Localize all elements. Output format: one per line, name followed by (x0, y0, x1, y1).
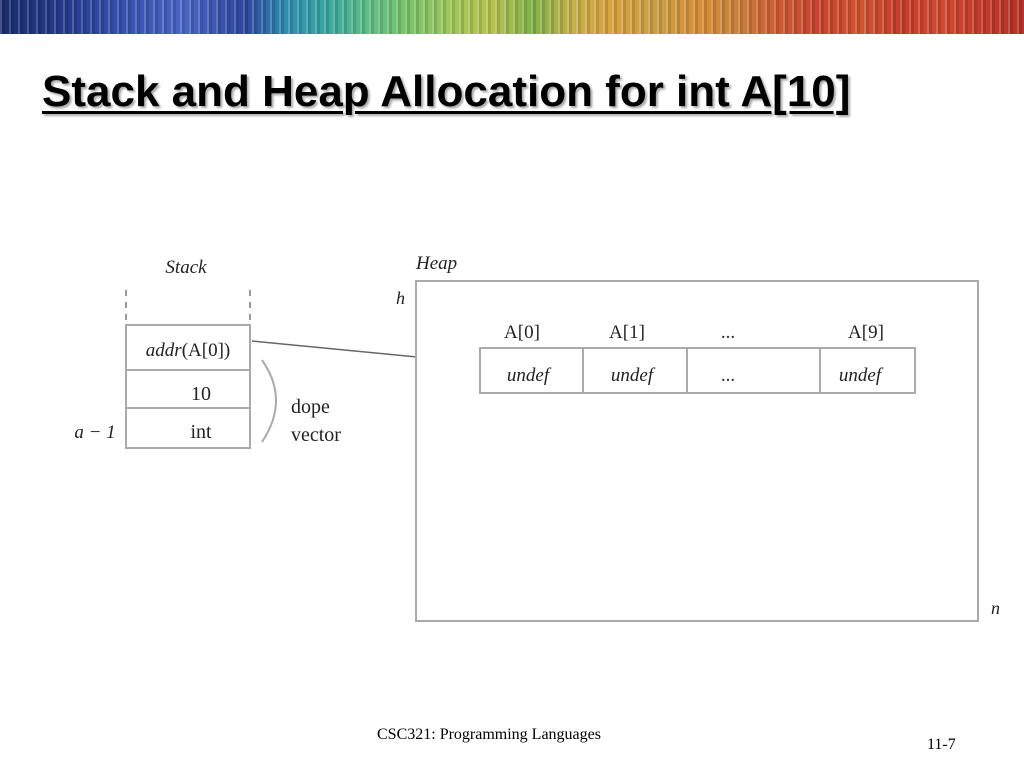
stack-side-label: a − 1 (74, 422, 115, 443)
dope-vector-brace (261, 359, 277, 443)
heap-cell-ellipsis: ... (721, 365, 735, 386)
stack-cells-frame (125, 324, 251, 449)
footer-page-number: 11-7 (927, 736, 956, 753)
stack-label: Stack (165, 257, 207, 278)
stack-diagram: Stack addr(A[0]) 10 int a − 1 dope vecto… (74, 257, 341, 449)
heap-header-a1: A[1] (609, 322, 645, 343)
heap-region (415, 280, 979, 622)
heap-header-a9: A[9] (848, 322, 884, 343)
dope-vector-label-line2: vector (291, 424, 341, 446)
footer-course-name: CSC321: Programming Languages (377, 726, 601, 743)
heap-cell-a0: undef (507, 365, 552, 386)
heap-header-a0: A[0] (504, 322, 540, 343)
slide-title: Stack and Heap Allocation for int A[10] (42, 67, 851, 116)
heap-bottom-marker: n (991, 598, 1000, 618)
dope-vector-label-line1: dope (291, 396, 330, 418)
stack-cell-type: int (190, 421, 212, 443)
heap-label: Heap (415, 253, 457, 274)
decorative-top-banner (0, 0, 1024, 34)
heap-array-frame (479, 347, 916, 394)
stack-cell-size: 10 (191, 383, 211, 405)
heap-cell-a1: undef (611, 365, 656, 386)
heap-cell-a9: undef (839, 365, 884, 386)
stack-cell-address: addr(A[0]) (146, 340, 230, 361)
heap-header-ellipsis: ... (721, 322, 735, 343)
heap-top-marker: h (396, 288, 405, 308)
heap-diagram: Heap h n A[0] A[1] ... A[9] undef undef … (396, 253, 1000, 622)
